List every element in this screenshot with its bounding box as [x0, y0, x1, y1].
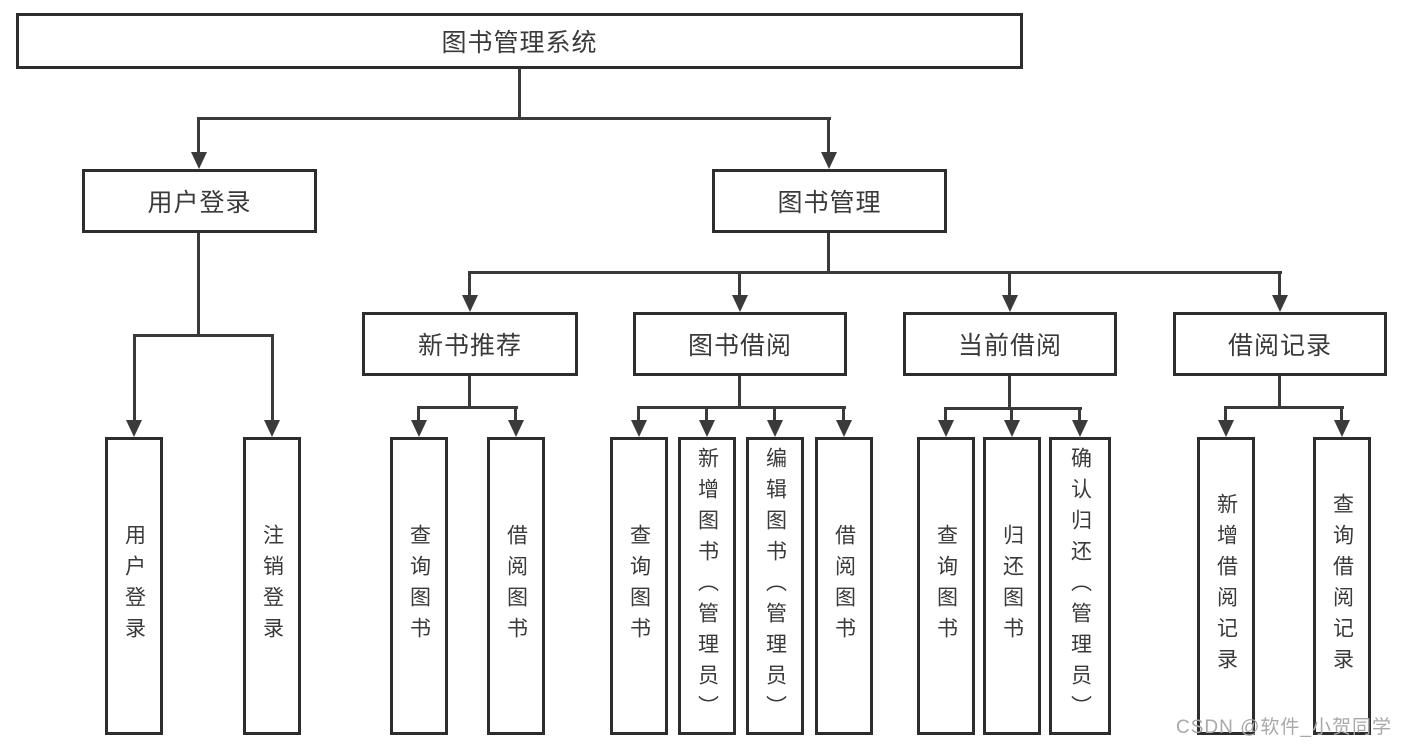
connector-line — [944, 407, 1082, 410]
connector-line — [468, 271, 471, 297]
node-current-borrow: 当前借阅 — [903, 312, 1117, 376]
node-label: 新增图书（管理员） — [695, 446, 719, 726]
node-label: 用户登录 — [147, 189, 252, 217]
connector-line — [705, 406, 708, 422]
connector-line — [827, 233, 830, 274]
node-label: 用户登录 — [122, 524, 146, 648]
node-borrow-borrow-book: 借阅图书 — [815, 437, 873, 735]
arrowhead — [191, 152, 207, 169]
arrowhead — [699, 420, 715, 437]
arrowhead — [1072, 420, 1088, 437]
node-label: 新增借阅记录 — [1214, 493, 1238, 679]
connector-line — [738, 271, 741, 297]
connector-line — [842, 406, 845, 422]
connector-line — [514, 406, 517, 422]
node-book-borrow: 图书借阅 — [633, 312, 847, 376]
node-new-book-recommend: 新书推荐 — [362, 312, 578, 376]
connector-line — [518, 68, 521, 118]
node-current-query-book: 查询图书 — [917, 437, 975, 735]
node-label: 借阅图书 — [832, 524, 856, 648]
connector-line — [468, 376, 471, 408]
connector-line — [133, 334, 274, 337]
arrowhead — [938, 420, 954, 437]
node-edit-book-admin: 编辑图书（管理员） — [746, 437, 804, 735]
node-label: 借阅图书 — [504, 524, 528, 648]
node-borrow-records: 借阅记录 — [1173, 312, 1387, 376]
arrowhead — [1272, 295, 1288, 312]
arrowhead — [508, 420, 524, 437]
node-recommend-borrow-book: 借阅图书 — [487, 437, 545, 735]
node-return-book: 归还图书 — [983, 437, 1041, 735]
connector-line — [1224, 406, 1227, 422]
node-add-borrow-record: 新增借阅记录 — [1197, 437, 1255, 735]
arrowhead — [462, 295, 478, 312]
arrowhead — [631, 420, 647, 437]
connector-line — [773, 406, 776, 422]
node-label: 查询图书 — [407, 524, 431, 648]
connector-line — [827, 117, 830, 153]
node-label: 查询借阅记录 — [1330, 493, 1354, 679]
node-user-login-leaf: 用户登录 — [105, 437, 163, 735]
connector-line — [197, 117, 831, 120]
node-label: 当前借阅 — [957, 332, 1062, 360]
arrowhead — [821, 152, 837, 169]
arrowhead — [1334, 420, 1350, 437]
node-logout: 注销登录 — [243, 437, 301, 735]
connector-line — [1078, 407, 1081, 422]
node-label: 归还图书 — [1000, 524, 1024, 648]
connector-line — [1010, 407, 1013, 422]
connector-line — [1278, 376, 1281, 408]
node-label: 确认归还（管理员） — [1068, 446, 1092, 726]
node-label: 注销登录 — [260, 524, 284, 648]
connector-line — [944, 407, 947, 422]
node-label: 新书推荐 — [417, 332, 522, 360]
connector-line — [197, 233, 200, 335]
arrowhead — [411, 420, 427, 437]
connector-line — [468, 271, 1282, 274]
arrowhead — [732, 295, 748, 312]
connector-line — [637, 406, 640, 422]
arrowhead — [1218, 420, 1234, 437]
connector-line — [197, 117, 200, 153]
connector-line — [1008, 376, 1011, 409]
node-label: 编辑图书（管理员） — [763, 446, 787, 726]
connector-line — [1278, 271, 1281, 297]
node-borrow-query-book: 查询图书 — [610, 437, 668, 735]
connector-line — [1224, 406, 1344, 409]
arrowhead — [836, 420, 852, 437]
node-library-system: 图书管理系统 — [16, 13, 1023, 69]
node-recommend-query-book: 查询图书 — [390, 437, 448, 735]
node-add-book-admin: 新增图书（管理员） — [678, 437, 736, 735]
connector-line — [271, 334, 274, 421]
connector-line — [1340, 406, 1343, 422]
arrowhead — [264, 420, 280, 437]
node-confirm-return-admin: 确认归还（管理员） — [1049, 437, 1111, 735]
node-label: 借阅记录 — [1227, 332, 1332, 360]
arrowhead — [1004, 420, 1020, 437]
connector-line — [133, 334, 136, 421]
node-query-borrow-record: 查询借阅记录 — [1313, 437, 1371, 735]
watermark: CSDN @软件_小贺同学 — [1176, 717, 1392, 738]
node-book-management: 图书管理 — [712, 169, 947, 233]
connector-line — [1008, 271, 1011, 297]
connector-line — [738, 376, 741, 408]
node-label: 图书管理 — [777, 189, 882, 217]
node-user-login-branch: 用户登录 — [82, 169, 317, 233]
node-label: 图书借阅 — [687, 332, 792, 360]
arrowhead — [1002, 295, 1018, 312]
node-label: 查询图书 — [934, 524, 958, 648]
connector-line — [417, 406, 420, 422]
node-label: 图书管理系统 — [441, 29, 598, 57]
connector-line — [637, 406, 846, 409]
node-label: 查询图书 — [627, 524, 651, 648]
arrowhead — [767, 420, 783, 437]
connector-line — [417, 406, 518, 409]
arrowhead — [126, 420, 142, 437]
